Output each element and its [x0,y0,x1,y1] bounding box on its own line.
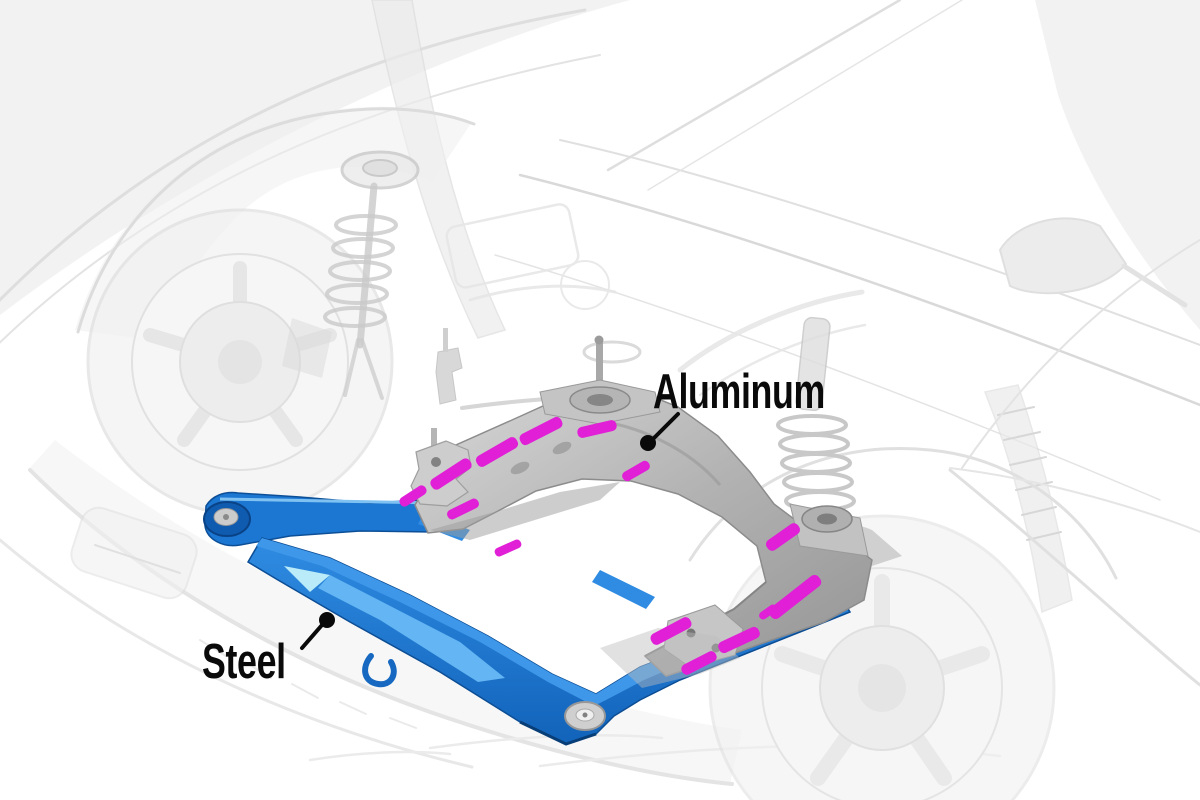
weld-marker [447,498,479,520]
weld-marker [759,604,777,620]
ghost-vertex-bracket [600,628,740,688]
steel-label: Steel [202,635,286,689]
ghost-wheel-arch-left [76,107,476,334]
weld-marker [765,523,801,551]
steel-beam-top-face [256,538,842,706]
aluminum-label: Aluminum [653,365,825,419]
ghost-side-mirror [998,217,1128,295]
steel-beam-glint [284,566,330,592]
ghost-roof-panel [1035,0,1200,330]
weld-marker [681,651,717,675]
aluminum-subframe [410,335,873,688]
ghost-hood-line [0,8,587,303]
ghost-beltline [518,173,1200,407]
steel-beam-panel [318,575,505,682]
ghost-a-pillar-right [606,0,902,172]
weld-marker [622,460,650,482]
weld-marker [718,626,760,654]
ghost-rear-quarter [0,0,630,315]
callout-graphics [300,412,680,650]
weld-marker [519,416,563,446]
aluminum-slot-1 [510,461,530,475]
weld-marker [475,437,519,467]
ghost-a-pillar-right-2 [647,0,963,191]
aluminum-slot-2 [552,441,572,455]
ghost-grille-hatch [199,639,417,729]
aluminum-leader-line [650,412,680,442]
front-left-wheel-ghost [86,208,394,516]
ghost-mirror-arm [1121,263,1188,308]
weld-marker [650,617,692,645]
weld-marker [768,575,822,619]
steel-sliver-mid [592,570,655,609]
aluminum-shade [430,482,620,540]
ghost-beltline-2 [559,139,1200,346]
ghost-bumper-edge-2 [0,538,474,769]
aluminum-right-mount [789,503,869,557]
weld-markers [399,416,822,675]
weld-marker [577,420,617,438]
ghost-headlight [70,506,198,600]
engine-bay-ghost [445,203,867,397]
ghost-door-edge [961,239,1200,469]
ghost-door-sill [948,468,1200,687]
left-strut-ghost [323,150,420,400]
steel-hook [362,653,397,688]
weld-marker [430,458,472,490]
steel-beam-underside [519,720,597,746]
steel-callout-dot [319,612,335,628]
ghost-brake-caliper [282,318,332,378]
weld-marker [494,539,522,557]
weld-marker [399,485,427,507]
aluminum-callout-dot [640,435,656,451]
steel-leader-line [300,623,324,650]
steel-vertex-washer [564,701,606,731]
ghost-fender-crease [949,467,1200,533]
aluminum-top-mount [539,335,661,425]
steel-bushing [203,501,251,537]
